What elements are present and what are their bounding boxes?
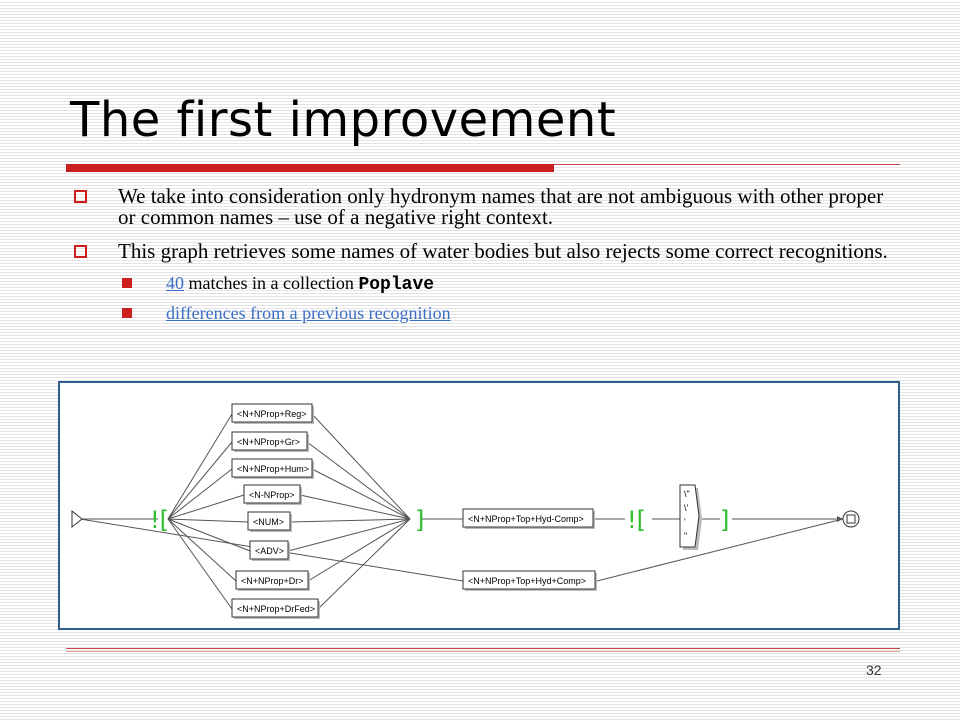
sub-bullet-item: differences from a previous recognition <box>70 303 890 323</box>
graph-node[interactable]: <N+NProp+Hum> <box>231 458 314 479</box>
footer-rule <box>66 648 900 649</box>
filled-square-bullet-icon <box>122 278 132 288</box>
initial-state-arrow-icon <box>71 509 83 529</box>
svg-text:<N+NProp+Hum>: <N+NProp+Hum> <box>237 464 309 474</box>
punctuation-node[interactable]: \" \' ' " <box>679 484 702 550</box>
grammar-graph: ![ ] ![ ] <N+NProp+Reg> <N+NProp+Gr> <N+… <box>71 403 860 619</box>
graph-node[interactable]: <N+NProp+Top+Hyd-Comp> <box>462 508 595 529</box>
context-close-symbol: ] <box>720 506 729 534</box>
graph-node[interactable]: <N+NProp+Top+Hyd+Comp> <box>462 570 597 591</box>
bullet-item: We take into consideration only hydronym… <box>70 186 890 228</box>
collection-name: Poplave <box>358 275 435 295</box>
square-bullet-icon <box>74 190 87 203</box>
svg-text:<NUM>: <NUM> <box>253 517 284 527</box>
bullet-item: This graph retrieves some names of water… <box>70 241 890 262</box>
graph-node[interactable]: <ADV> <box>249 540 290 561</box>
svg-text:<N+NProp+Reg>: <N+NProp+Reg> <box>237 409 307 419</box>
square-bullet-icon <box>74 245 87 258</box>
svg-text:<N+NProp+Dr>: <N+NProp+Dr> <box>241 576 304 586</box>
filled-square-bullet-icon <box>122 308 132 318</box>
slide-title: The first improvement <box>70 92 617 148</box>
graph-node[interactable]: <N-NProp> <box>243 484 302 505</box>
page-number: 32 <box>866 662 882 678</box>
svg-text:<N+NProp+DrFed>: <N+NProp+DrFed> <box>237 604 315 614</box>
bullet-text: We take into consideration only hydronym… <box>118 184 884 229</box>
svg-text:<ADV>: <ADV> <box>255 546 284 556</box>
graph-node[interactable]: <N+NProp+Reg> <box>231 403 314 424</box>
final-state-icon <box>842 510 860 528</box>
graph-node[interactable]: <N+NProp+Gr> <box>231 431 309 452</box>
graph-node[interactable]: <NUM> <box>247 511 292 532</box>
svg-text:\": \" <box>684 489 690 499</box>
title-underline-bar <box>66 164 554 172</box>
context-close-symbol: ] <box>415 506 424 534</box>
svg-text:<N+NProp+Top+Hyd+Comp>: <N+NProp+Top+Hyd+Comp> <box>468 576 586 586</box>
differences-link[interactable]: differences from a previous recognition <box>166 303 451 323</box>
svg-text:': ' <box>684 517 686 527</box>
svg-text:": " <box>684 531 687 541</box>
negative-context-open-symbol: ![ <box>150 506 169 534</box>
svg-text:<N+NProp+Gr>: <N+NProp+Gr> <box>237 437 300 447</box>
svg-text:\': \' <box>684 503 689 513</box>
sub-bullet-text: matches in a collection <box>184 273 359 293</box>
svg-text:<N+NProp+Top+Hyd-Comp>: <N+NProp+Top+Hyd-Comp> <box>468 514 584 524</box>
svg-text:<N-NProp>: <N-NProp> <box>249 490 295 500</box>
bullet-list: We take into consideration only hydronym… <box>70 186 890 333</box>
footer-rule <box>66 651 900 652</box>
matches-count-link[interactable]: 40 <box>166 273 184 293</box>
graph-node[interactable]: <N+NProp+DrFed> <box>231 598 320 619</box>
bullet-text: This graph retrieves some names of water… <box>118 239 888 263</box>
graph-node[interactable]: <N+NProp+Dr> <box>235 570 310 591</box>
negative-context-open-symbol: ![ <box>627 506 646 534</box>
graph-arcs <box>79 413 844 610</box>
unitex-graph-panel: ![ ] ![ ] <N+NProp+Reg> <N+NProp+Gr> <N+… <box>58 381 900 630</box>
title-underline-line <box>554 164 900 165</box>
sub-bullet-item: 40 matches in a collection Poplave <box>70 273 890 295</box>
